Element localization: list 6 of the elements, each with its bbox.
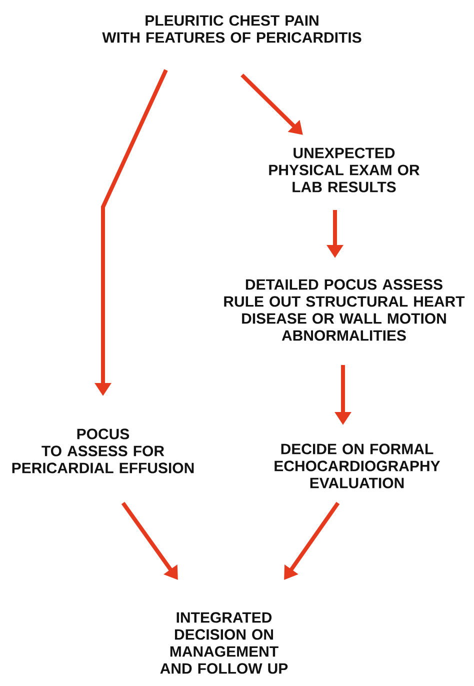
flowchart-text: PLEURITIC CHEST PAIN WITH FEATURES OF PERICARDITIS bbox=[102, 15, 362, 43]
flowchart-text: UNEXPECTED PHYSICAL EXAM OR LAB RESULTS bbox=[269, 148, 420, 192]
flowchart-text: DETAILED POCUS ASSESS RULE OUT STRUCTURAL HEART DISEASE OR WALL MOTION ABNORMALITIES bbox=[224, 279, 465, 341]
flowchart-text: DECIDE ON FORMAL ECHOCARDIOGRAPHY EVALUATION bbox=[274, 444, 440, 488]
flowchart-text: INTEGRATED DECISION ON MANAGEMENT AND FOLLOW UP bbox=[160, 612, 288, 674]
flowchart-text: POCUS TO ASSESS FOR PERICARDIAL EFFUSION bbox=[12, 428, 194, 474]
